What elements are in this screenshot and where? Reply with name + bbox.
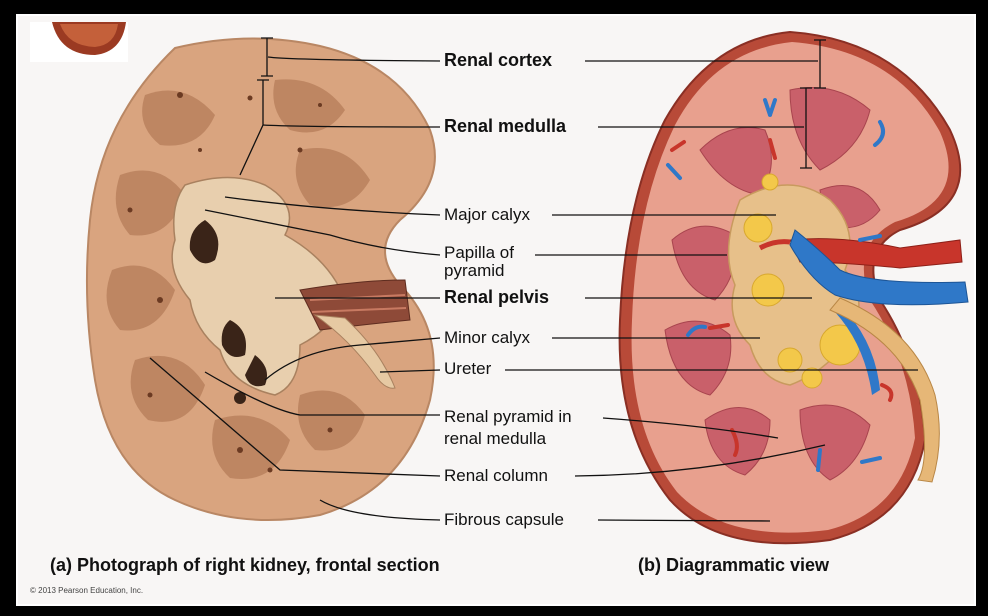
label-ureter: Ureter: [444, 359, 491, 379]
label-renal-column: Renal column: [444, 466, 548, 486]
photo-kidney: [87, 38, 435, 520]
label-fibrous-capsule: Fibrous capsule: [444, 510, 564, 530]
label-renal-pyramid-line2: renal medulla: [444, 429, 546, 449]
label-major-calyx: Major calyx: [444, 205, 530, 225]
label-papilla-line1: Papilla of: [444, 243, 514, 263]
diagram-kidney: [620, 32, 968, 543]
caption-diagram: (b) Diagrammatic view: [638, 555, 829, 576]
label-renal-medulla: Renal medulla: [444, 116, 566, 137]
label-renal-cortex: Renal cortex: [444, 50, 552, 71]
label-papilla-line2: pyramid: [444, 261, 504, 281]
label-renal-pyramid-line1: Renal pyramid in: [444, 407, 572, 427]
caption-photograph: (a) Photograph of right kidney, frontal …: [50, 555, 440, 576]
label-renal-pelvis: Renal pelvis: [444, 287, 549, 308]
label-minor-calyx: Minor calyx: [444, 328, 530, 348]
copyright-notice: © 2013 Pearson Education, Inc.: [30, 586, 143, 595]
corner-thumbnail: [30, 22, 128, 62]
